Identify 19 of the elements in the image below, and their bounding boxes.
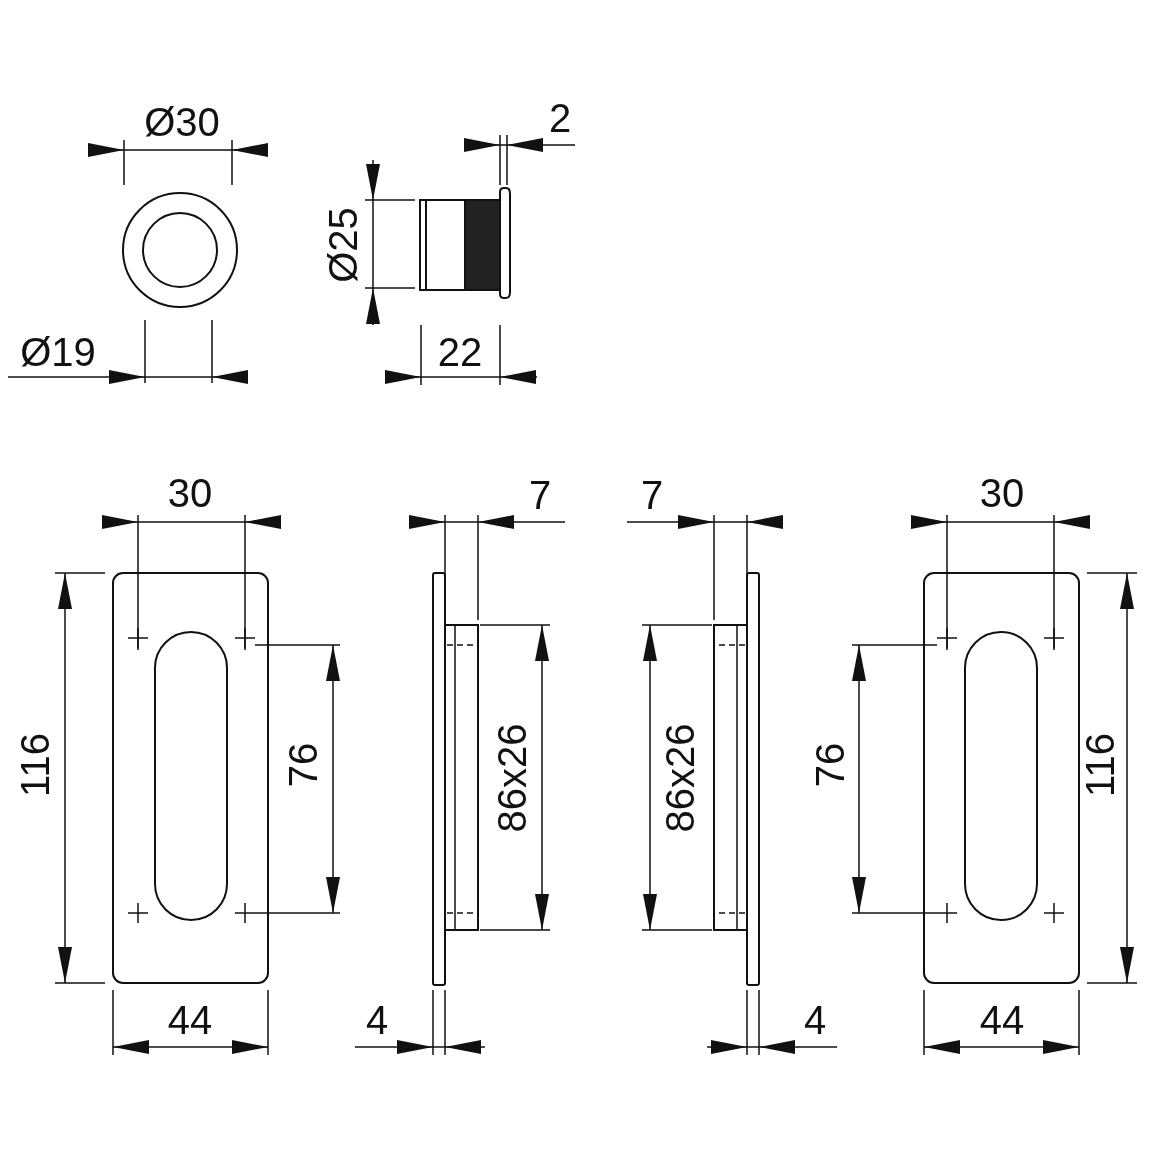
dimension-value: 22 [437,332,483,372]
dimension-value: 7 [640,475,664,515]
dimension-value: 44 [167,1000,213,1040]
dimension-value: 30 [167,473,213,513]
dimension-value: 86x26 [660,723,700,833]
dimension-value: 30 [979,473,1025,513]
dimension-value: Ø25 [323,207,363,283]
dimension-value: 2 [548,98,572,138]
dimension-value: Ø30 [144,102,220,142]
dimension-value: Ø19 [20,332,96,372]
dimension-value: 116 [15,733,55,797]
dimension-value: 44 [979,1000,1025,1040]
dimension-value: 76 [283,742,323,788]
dimension-value: 86x26 [492,723,532,833]
dimension-value: 7 [528,475,552,515]
dimension-value: 116 [1080,733,1120,797]
dimension-value: 76 [810,742,850,788]
dimension-value: 4 [803,1000,827,1040]
dimension-value: 4 [365,1000,389,1040]
